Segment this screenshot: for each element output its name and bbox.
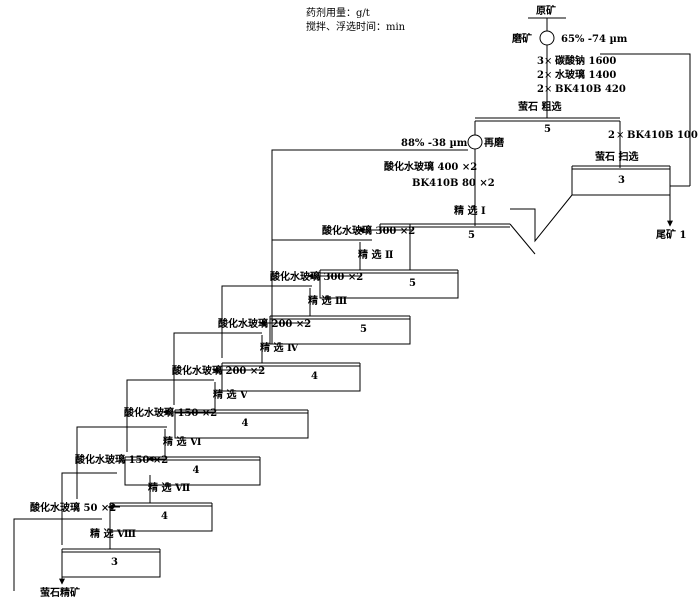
regrind-circle [467, 134, 483, 150]
svg-text:×: × [616, 130, 624, 141]
cleaner-3-middling-return [221, 285, 312, 358]
cleaner-7-reagent: 酸化水玻璃 150 ×2 [75, 453, 168, 466]
cleaner-4-cell [221, 363, 361, 392]
cleaner-7-time: 4 [161, 511, 168, 522]
svg-text:2: 2 [537, 70, 544, 81]
concentrate-label: 萤石精矿 [40, 586, 80, 599]
cleaner-2-cell [319, 270, 459, 299]
cleaner-4-middling-return [173, 332, 262, 405]
cleaner-6-time: 4 [193, 465, 200, 476]
cleaner-2-label: 精 选 Ⅱ [358, 248, 393, 261]
regrind-label: 再磨 [484, 136, 505, 149]
scavenger-conc-return [510, 194, 573, 243]
svg-text:BK410B 100: BK410B 100 [627, 130, 698, 141]
cleaner-2-middling-return [271, 239, 372, 312]
cleaner-8-reagent: 酸化水玻璃 50 ×2 [30, 501, 116, 514]
regrind-fineness: 88% -38 µm [401, 138, 468, 149]
rougher-reagent-1: 3 × 碳酸钠 1600 [537, 54, 616, 67]
cleaner-5-label: 精 选 Ⅴ [213, 388, 248, 401]
svg-text:2: 2 [608, 130, 615, 141]
cleaner-1-reagent-2: BK410B 80 ×2 [412, 178, 495, 189]
grinding-label: 磨矿 [511, 32, 532, 45]
cleaner-6-cell [124, 457, 261, 486]
legend-reagent-unit: 药剂用量：g/t [306, 6, 370, 19]
legend-time-unit: 搅拌、浮选时间：min [306, 20, 406, 33]
scavenger-label: 萤石 扫选 [595, 150, 638, 163]
cleaner-7-cell [109, 503, 213, 532]
cleaner-3-time: 5 [360, 324, 367, 335]
svg-text:2: 2 [537, 84, 544, 95]
svg-text:BK410B 420: BK410B 420 [555, 84, 626, 95]
scavenger-time: 3 [618, 175, 625, 186]
cleaner-1-time: 5 [468, 230, 475, 241]
cleaner-3-label: 精 选 Ⅲ [308, 294, 347, 307]
cleaner-8-middling-return [13, 518, 102, 591]
rougher-time: 5 [544, 124, 551, 135]
svg-text:×: × [544, 84, 552, 95]
cleaner-8-time: 3 [111, 557, 118, 568]
svg-text:×: × [544, 70, 552, 81]
svg-text:×: × [544, 56, 552, 67]
svg-text:3: 3 [537, 56, 544, 67]
cleaner-6-label: 精 选 Ⅵ [163, 435, 202, 448]
scavenger-reagent: 2 × BK410B 100 [608, 130, 698, 141]
rougher-reagent-2: 2 × 水玻璃 1400 [537, 68, 616, 81]
cleaner-5-middling-return [126, 379, 214, 452]
cleaner-1-label: 精 选 Ⅰ [454, 204, 486, 217]
scavenger-middling-loop [660, 53, 691, 186]
cleaner-1-tail-diag [509, 223, 536, 255]
scavenger-cell [571, 166, 671, 196]
cleaner-8-label: 精 选 Ⅷ [90, 527, 136, 540]
cleaner-7-label: 精 选 Ⅶ [148, 481, 190, 494]
grinding-fineness: 65% -74 µm [561, 34, 628, 45]
grinding-circle [539, 30, 555, 46]
cleaner-4-label: 精 选 Ⅳ [260, 341, 299, 354]
feed-label: 原矿 [536, 4, 556, 17]
rougher-label: 萤石 粗选 [518, 100, 561, 113]
rougher-reagent-3: 2 × BK410B 420 [537, 84, 626, 95]
cleaner-4-time: 4 [311, 371, 318, 382]
svg-text:水玻璃 1400: 水玻璃 1400 [554, 68, 616, 81]
tailings-label: 尾矿 1 [656, 228, 686, 241]
cleaner-2-time: 5 [409, 278, 416, 289]
cleaner-1-reagent-1: 酸化水玻璃 400 ×2 [384, 160, 477, 173]
cleaner-6-middling-return [76, 426, 167, 499]
svg-text:碳酸钠 1600: 碳酸钠 1600 [555, 54, 616, 67]
cleaner-3-cell [269, 316, 411, 345]
cleaner-5-cell [174, 410, 309, 439]
cleaner-5-time: 4 [242, 418, 249, 429]
cleaner-7-middling-return [61, 472, 117, 545]
